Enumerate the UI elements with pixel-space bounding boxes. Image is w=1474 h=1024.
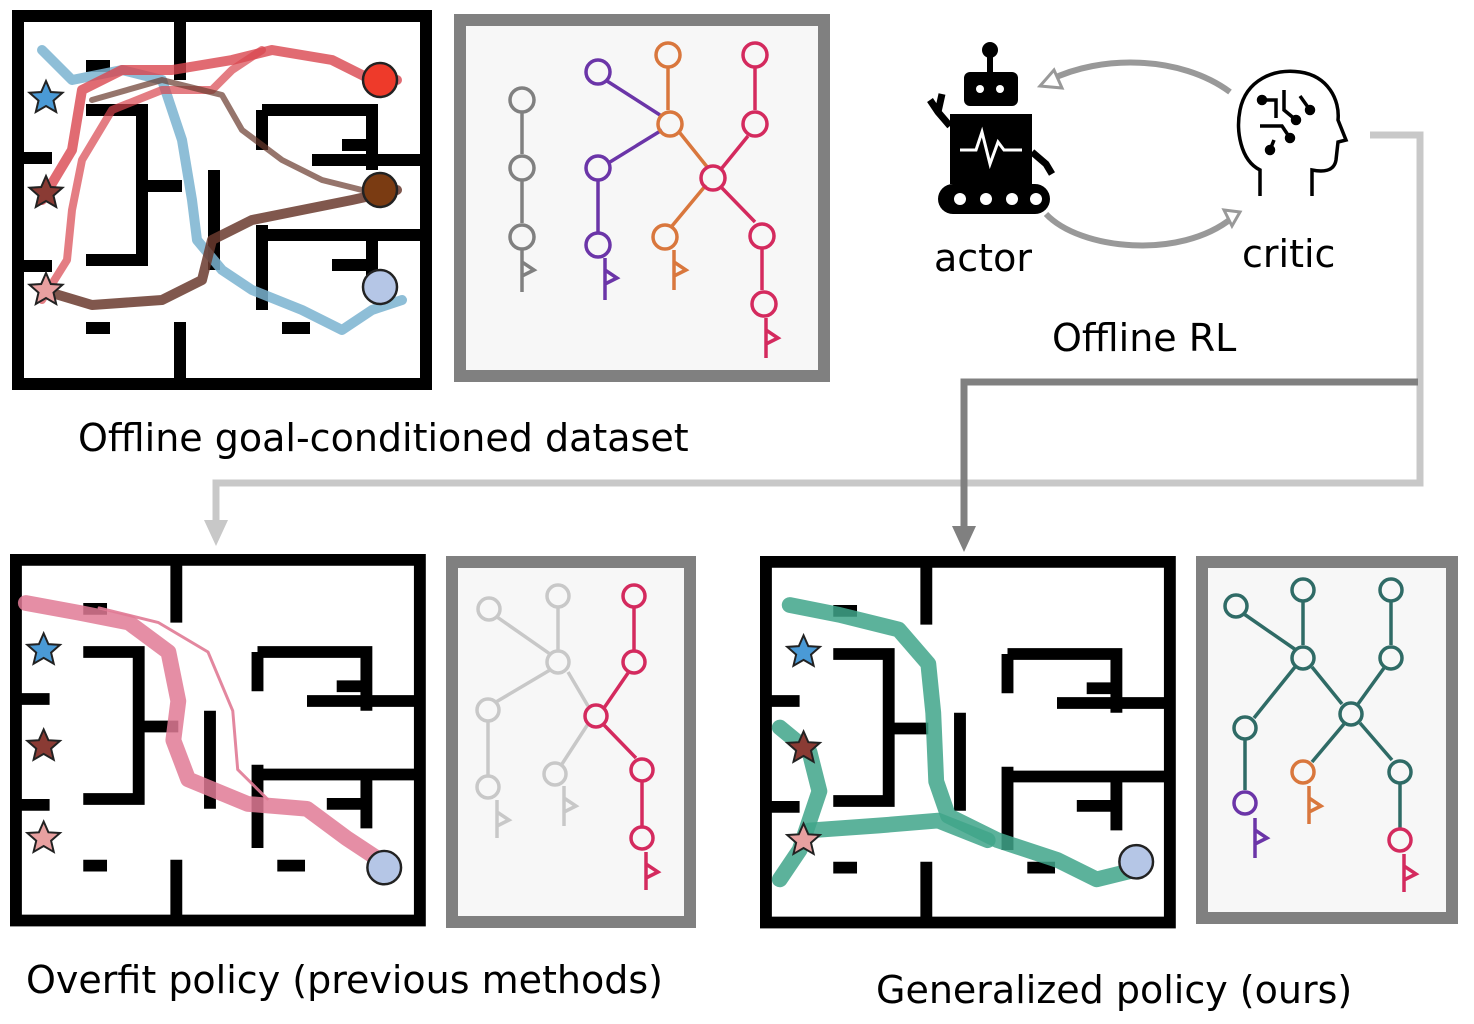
trajectory-green [781, 597, 1145, 888]
trajectory-red-2 [38, 46, 266, 304]
label-critic: critic [1242, 232, 1336, 276]
goal-circle-icon [361, 61, 399, 99]
goal-circle-icon [1118, 843, 1155, 880]
graph-goal-purple [1232, 790, 1271, 858]
trajectory-red [37, 45, 402, 205]
trajectory-brown-2 [89, 77, 365, 193]
connector-arrows [204, 131, 1424, 552]
maze-generalized [766, 562, 1170, 923]
graph-chain-purple [584, 58, 663, 300]
graph-teal [1223, 577, 1413, 828]
caption-generalized: Generalized policy (ours) [876, 968, 1353, 1012]
graph-panel-overfit [446, 556, 696, 928]
trajectory-green-3 [801, 812, 996, 849]
graph-panel-generalized [1196, 556, 1458, 924]
trajectory-pink-2 [97, 606, 269, 801]
maze-overfit [16, 560, 420, 921]
goal-circle-icon [361, 268, 399, 306]
caption-overfit: Overfit policy (previous methods) [26, 958, 664, 1002]
label-actor: actor [934, 236, 1032, 280]
goal-circle-icon [366, 849, 403, 886]
graph-chain-orange [651, 41, 710, 290]
goal-circle-icon [361, 171, 399, 209]
caption-offline-rl: Offline RL [1052, 316, 1237, 360]
graph-goal-crimson [1387, 827, 1420, 892]
trajectory-pink [17, 595, 400, 876]
actor-critic-cycle [1036, 59, 1243, 249]
brain-icon [1236, 69, 1349, 196]
trajectory-brown [37, 185, 402, 310]
caption-dataset: Offline goal-conditioned dataset [78, 416, 689, 460]
graph-panel-dataset [454, 14, 830, 382]
graph-chain-crimson [583, 583, 662, 890]
graph-faded [475, 583, 590, 838]
robot-icon [927, 42, 1056, 214]
graph-chain-gray [508, 86, 538, 292]
maze-dataset [18, 16, 426, 384]
graph-goal-orange [1290, 759, 1325, 824]
graph-chain-crimson [699, 41, 782, 358]
